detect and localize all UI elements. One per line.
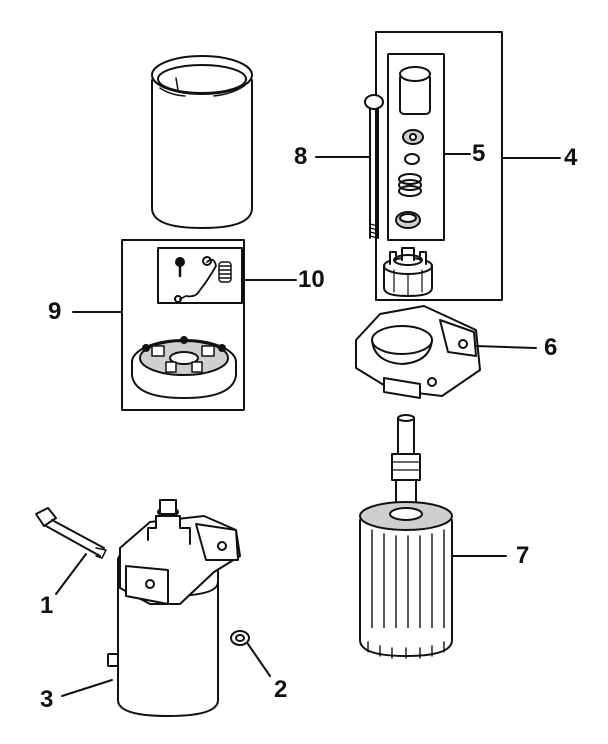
brush-kit-frame [72,239,245,411]
brush-holder-plate [131,336,237,399]
callout-9: 9 [48,298,62,325]
callout-3: 3 [40,686,54,713]
callout-10: 10 [298,266,325,293]
drive-assembly-frame [375,31,561,301]
drive-collar [395,211,421,229]
pinion-gear [383,247,433,297]
callout-5: 5 [472,140,486,167]
callout-7: 7 [516,542,530,569]
callout-8: 8 [294,143,308,170]
washer [230,630,271,677]
drive-spring [398,173,422,197]
mounting-bolt [35,507,107,595]
callout-1: 1 [40,592,54,619]
drive-end-cap [355,305,537,399]
housing-tube [151,55,253,229]
drive-washer [404,153,420,165]
drive-cup [399,66,431,115]
callout-2: 2 [274,676,288,703]
callout-4: 4 [564,144,578,171]
drive-parts-frame [387,53,471,241]
brush-lead-box [157,247,297,304]
starter-motor-assembly [61,499,241,717]
drive-nut [402,129,424,145]
callout-6: 6 [544,334,558,361]
through-bolt [315,94,384,239]
armature [359,414,507,659]
